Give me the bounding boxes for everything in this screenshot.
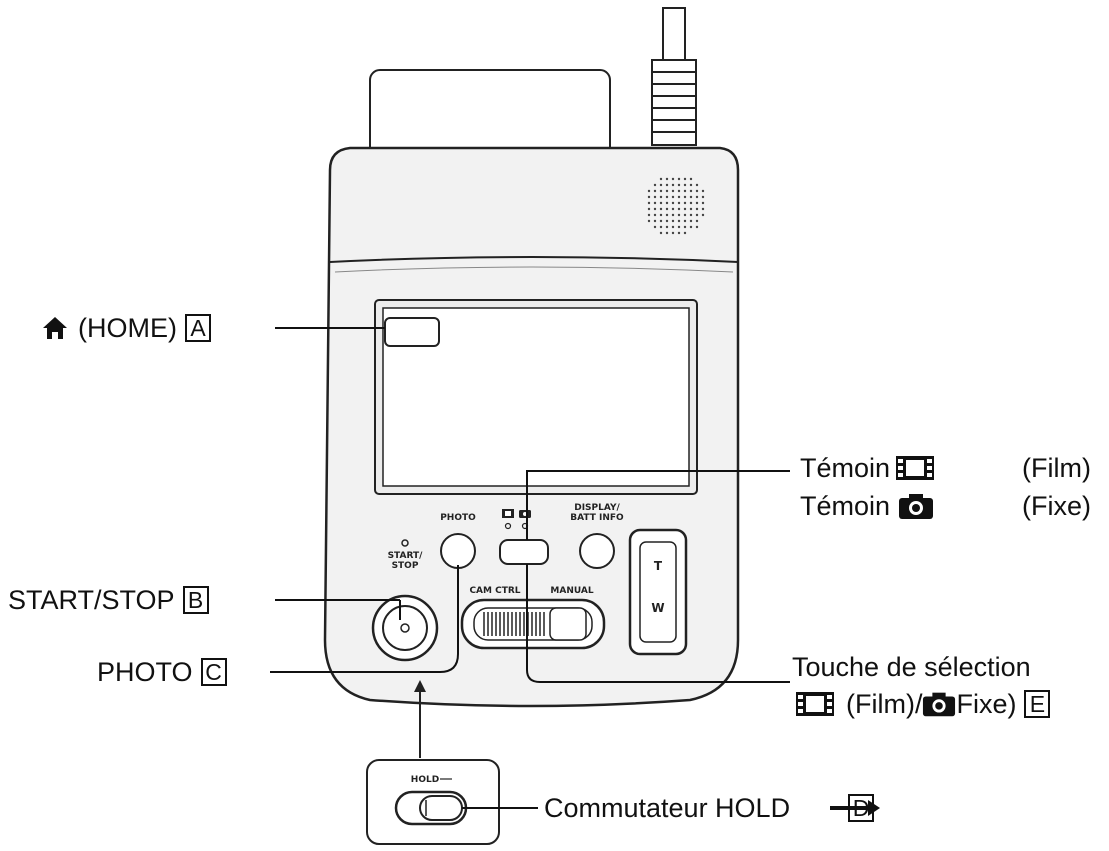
- selection-text: Touche de sélection: [792, 652, 1031, 682]
- zoom-w-text: W: [651, 601, 664, 615]
- start-stop-device-text-1: START/: [388, 551, 424, 561]
- cable: [651, 7, 697, 146]
- selection-fixe-text: Fixe): [956, 688, 1017, 719]
- selection-letter: E: [1024, 690, 1051, 718]
- film-icon: [896, 456, 935, 480]
- temoin-film-label: Témoin (Film): [800, 452, 1091, 483]
- hold-text: Commutateur HOLD: [544, 792, 791, 823]
- cam-ctrl-device-text: CAM CTRL: [469, 586, 520, 596]
- photo-button[interactable]: [440, 533, 476, 569]
- photo-text: PHOTO: [97, 656, 193, 687]
- zoom-t-text: T: [654, 559, 663, 573]
- start-stop-device-text-2: STOP: [392, 561, 419, 571]
- home-icon: [43, 317, 67, 339]
- leader-lines: [270, 327, 790, 809]
- display-batt-info-button[interactable]: [579, 533, 615, 569]
- home-touch-button[interactable]: [384, 317, 440, 347]
- home-text: (HOME): [78, 312, 177, 343]
- temoin-fixe-word: Témoin: [800, 490, 891, 521]
- photo-device-text: PHOTO: [440, 513, 476, 523]
- mode-select-button[interactable]: [499, 539, 549, 565]
- display-device-text-2: BATT INFO: [570, 513, 624, 523]
- start-stop-text: START/STOP: [8, 584, 175, 615]
- start-stop-letter: B: [182, 586, 209, 614]
- temoin-film-mode: (Film): [1022, 452, 1091, 483]
- hold-letter: D: [848, 794, 875, 822]
- selection-film-text: (Film)/: [846, 688, 923, 719]
- hold-label: Commutateur HOLD D: [544, 792, 875, 823]
- body-ridge: [329, 256, 739, 263]
- film-icon: [796, 692, 834, 716]
- selection-label-line2: (Film)/ Fixe) E: [796, 688, 1051, 719]
- film-lamp-icon: [502, 509, 514, 518]
- temoin-fixe-mode: (Fixe): [1022, 490, 1091, 521]
- hold-device-text: HOLD: [411, 775, 439, 785]
- photo-letter: C: [200, 658, 227, 686]
- photo-label: PHOTO C: [97, 658, 227, 686]
- home-label: (HOME) A: [42, 314, 211, 342]
- temoin-fixe-label: Témoin (Fixe): [800, 490, 1091, 521]
- manual-button[interactable]: [549, 607, 587, 641]
- manual-device-text: MANUAL: [550, 586, 593, 596]
- photo-lamp-icon: [519, 510, 531, 518]
- camera-icon: [923, 692, 956, 717]
- selection-label-line1: Touche de sélection: [792, 654, 1031, 681]
- home-letter: A: [184, 314, 211, 342]
- camera-icon: [899, 494, 934, 519]
- start-stop-label: START/STOP B: [8, 586, 209, 614]
- speaker-grille: [647, 177, 705, 235]
- temoin-film-word: Témoin: [800, 452, 891, 483]
- display-device-text-1: DISPLAY/: [574, 503, 620, 513]
- up-arrow-icon: [414, 680, 426, 692]
